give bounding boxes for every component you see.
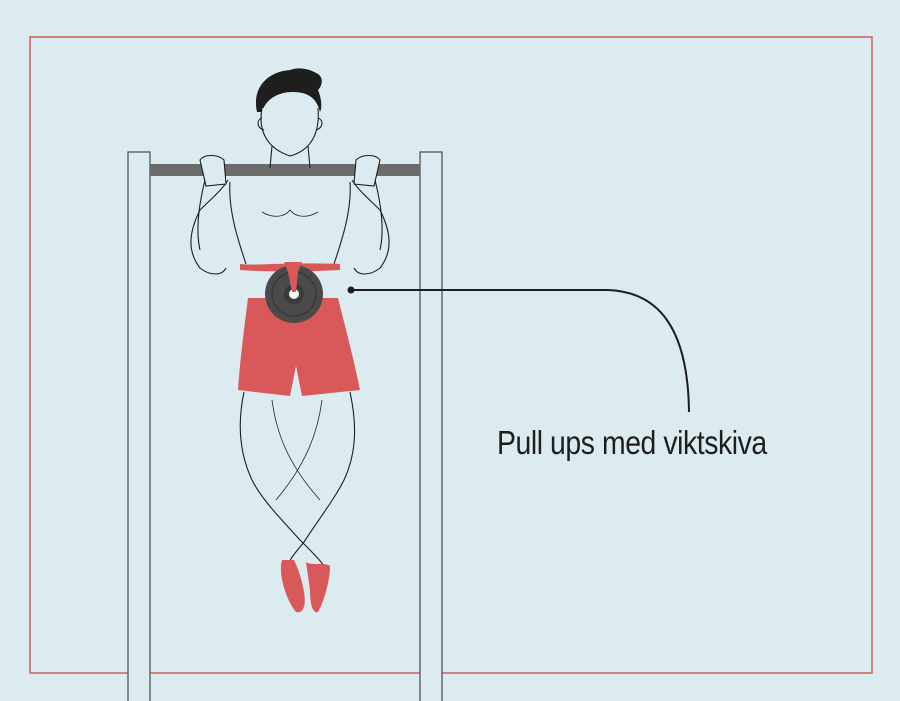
- exercise-label: Pull ups med viktskiva: [497, 424, 767, 461]
- weight-plate: [265, 265, 323, 323]
- right-post: [419, 151, 443, 701]
- left-shoe: [280, 560, 305, 613]
- person: [190, 68, 390, 567]
- shorts: [238, 298, 360, 396]
- right-shoe: [306, 562, 330, 613]
- left-post: [127, 151, 151, 701]
- hair: [255, 68, 322, 112]
- head: [260, 107, 319, 157]
- pull-up-bar: [150, 164, 420, 176]
- belt-strap: [284, 262, 302, 292]
- callout-line: [351, 289, 690, 413]
- frame-border: [29, 36, 873, 674]
